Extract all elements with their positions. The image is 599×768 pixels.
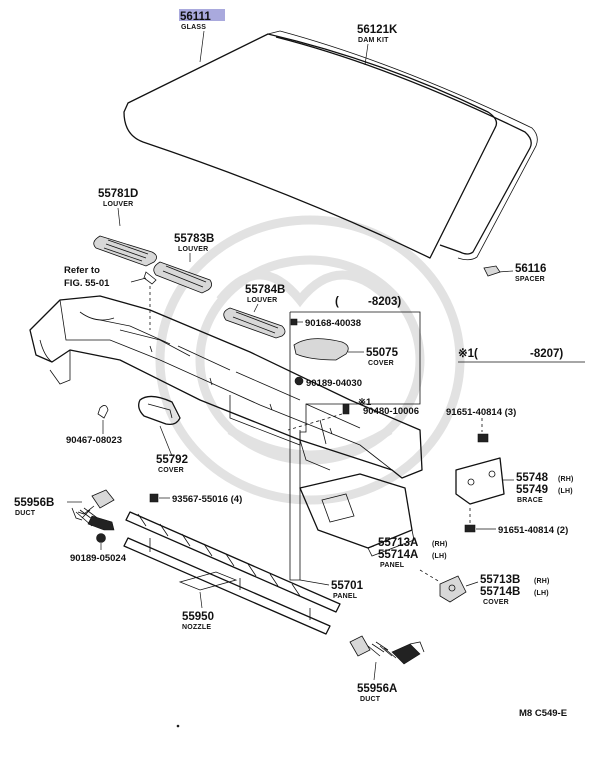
screw-icon[interactable] [149,493,159,503]
note-mark: ※1( [458,347,478,360]
louver-55783b-part-number[interactable]: 55783B [174,233,214,245]
duct-55956a-label: DUCT [360,696,381,703]
dam-kit-label: DAM KIT [358,37,389,44]
louver-55783b[interactable] [153,261,212,294]
bolt-90480-label[interactable]: 90480-10006 [363,406,419,417]
brace-rh-part-number[interactable]: 55748 [516,472,549,484]
louver-55781d[interactable] [93,235,157,267]
leader-dashed [419,569,441,583]
nut-90189-05024-label[interactable]: 90189-05024 [70,553,127,564]
panel-rh-part-number[interactable]: 55713A [378,537,418,549]
dam-kit[interactable] [267,30,538,261]
louver-55784b-part-number[interactable]: 55784B [245,284,285,296]
nut-91651-3-label[interactable]: 91651-40814 (3) [446,407,516,418]
brace-label: BRACE [517,497,543,504]
nut-icon[interactable] [294,376,304,386]
bracket-range: -8203) [368,296,401,308]
leader-line [364,43,369,66]
leader-line [253,303,259,313]
dot-mark [176,724,180,728]
diagram-reference-code: M8 C549-E [519,708,567,719]
leader-line [199,591,203,609]
refer-text-line1: Refer to [64,265,100,276]
star-mark: ※1 [358,397,372,408]
cover-55075[interactable] [293,338,349,361]
refer-text-line2[interactable]: FIG. 55-01 [64,278,110,289]
louver-55784b[interactable] [223,307,286,339]
clip-icon[interactable] [97,405,109,419]
screw-93567-label[interactable]: 93567-55016 (4) [172,494,242,505]
duct-55956b-label: DUCT [15,510,36,517]
panel-55713-label: PANEL [380,562,405,569]
rh-side-panel[interactable] [299,473,415,557]
panel-55701-label: PANEL [333,593,358,600]
cover-option-box [289,311,421,581]
brace-lh-side: (LH) [558,488,573,495]
part-highlight [179,9,225,21]
cover-55792-label: COVER [158,467,184,474]
louver-55784b-label: LOUVER [247,297,277,304]
leader-line [199,30,205,63]
cover-lh-part-number[interactable]: 55714B [480,586,520,598]
louver-55783b-label: LOUVER [178,246,208,253]
clip-90467-label[interactable]: 90467-08023 [66,435,122,446]
panel-55701-part-number[interactable]: 55701 [331,580,364,592]
leader-line [117,207,121,227]
brace-rh-side: (RH) [558,476,574,483]
leader-dashed [287,413,343,431]
panel-lh-part-number[interactable]: 55714A [378,549,418,561]
brace-lh-part-number[interactable]: 55749 [516,484,548,496]
nut-icon[interactable] [477,433,489,443]
leader-line [130,277,147,283]
screw-icon[interactable] [290,318,298,326]
duct-55956a-part-number[interactable]: 55956A [357,683,397,695]
leader-line [159,425,173,457]
glass-part-number[interactable]: 56111 [180,11,211,23]
brace-part[interactable] [455,457,505,505]
louver-55781d-part-number[interactable]: 55781D [98,188,138,200]
screw-90168-label[interactable]: 90168-40038 [305,318,361,329]
windshield-glass[interactable] [123,33,498,259]
cover-55075-part-number[interactable]: 55075 [366,347,399,359]
leader-line [465,581,479,587]
leader-line [299,579,330,586]
bracket-open: ( [335,296,339,308]
cover-rh-part-number[interactable]: 55713B [480,574,520,586]
spacer-part[interactable] [483,265,501,277]
louver-55781d-label: LOUVER [103,201,133,208]
bolt-icon[interactable] [342,403,350,415]
nozzle-label: NOZZLE [182,624,211,631]
cover-55792-part-number[interactable]: 55792 [156,454,188,466]
watermark-logo [155,215,465,505]
nut-icon[interactable] [464,524,476,533]
cover-rh-side: (RH) [534,578,550,585]
clip-part[interactable] [143,271,157,285]
cover-55713b[interactable] [439,575,467,603]
dam-kit-part-number[interactable]: 56121K [357,24,398,36]
cowl-panel-55701[interactable] [29,295,423,479]
nut-90189-04030-label[interactable]: 90189-04030 [306,378,362,389]
duct-55956b[interactable] [71,489,115,531]
panel-rh-side: (RH) [432,541,448,548]
cover-55792[interactable] [138,395,181,426]
leader-line [497,270,514,273]
duct-55956a[interactable] [349,635,425,665]
spacer-part-number[interactable]: 56116 [515,263,546,275]
cover-55075-label: COVER [368,360,394,367]
cover-55713b-label: COVER [483,599,509,606]
spacer-label: SPACER [515,276,545,283]
glass-label: GLASS [181,24,206,31]
cover-lh-side: (LH) [534,590,549,597]
nozzle-55950[interactable] [123,511,341,635]
leader-line [373,661,377,681]
nozzle-part-number[interactable]: 55950 [182,611,214,623]
duct-55956b-part-number[interactable]: 55956B [14,497,54,509]
panel-lh-side: (LH) [432,553,447,560]
note-range: -8207) [530,348,563,360]
nut-icon[interactable] [96,533,106,543]
nut-91651-2-label[interactable]: 91651-40814 (2) [498,525,568,536]
leader-line [367,545,375,549]
